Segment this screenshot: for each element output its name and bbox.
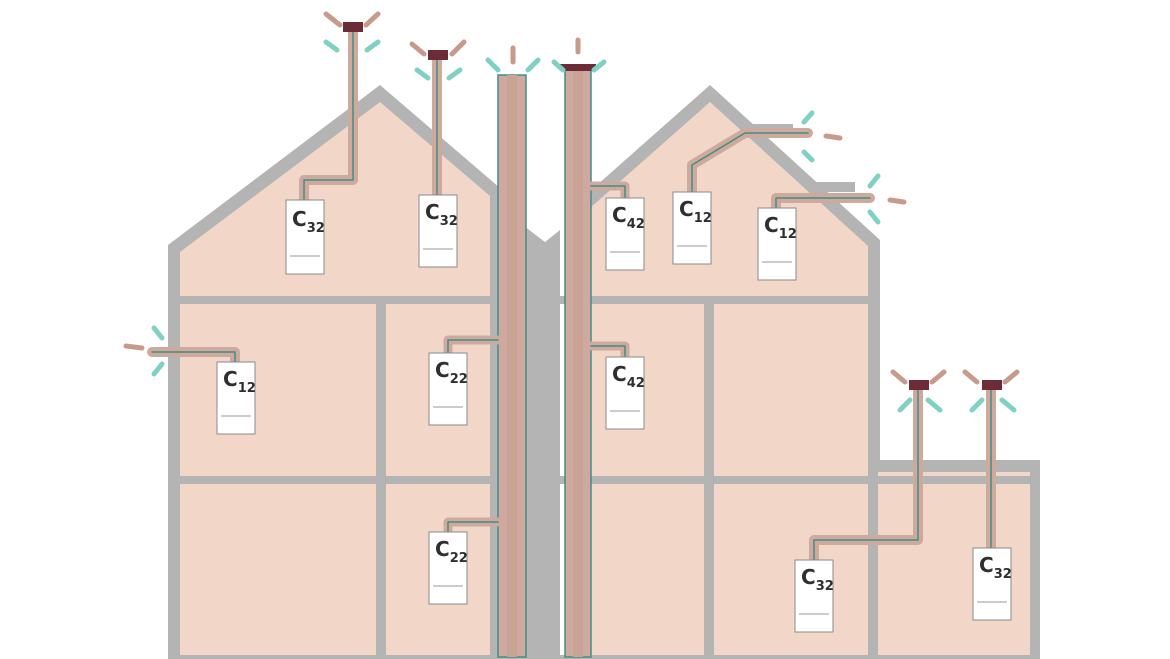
boiler-type-subscript: 22 [450, 372, 468, 387]
boiler-type-subscript: 32 [994, 567, 1012, 582]
intake-arrow [485, 57, 501, 73]
boiler-type-subscript: 32 [816, 579, 834, 594]
boiler-type-subscript: 32 [440, 214, 458, 229]
intake-arrow [969, 397, 985, 413]
svg-text:C32: C32 [292, 207, 325, 236]
svg-text:C12: C12 [764, 213, 797, 242]
ground [168, 655, 1040, 659]
svg-text:C22: C22 [435, 358, 468, 387]
flue-pipes [147, 22, 1002, 565]
boiler-type-letter: C [435, 537, 450, 561]
boiler-type-subscript: 22 [450, 551, 468, 566]
svg-text:C22: C22 [435, 537, 468, 566]
intake-arrow [867, 209, 881, 225]
duct-left-inner [507, 75, 517, 657]
roof-stub-2 [815, 182, 855, 192]
shared-ducts [497, 64, 596, 658]
boiler-type-letter: C [612, 203, 627, 227]
exhaust-arrow [449, 39, 467, 57]
boiler-b7[interactable]: C22 [428, 352, 468, 426]
boiler-b5[interactable]: C12 [757, 207, 797, 281]
exhaust-arrow [929, 369, 947, 385]
intake-arrow [867, 173, 881, 189]
wall-left-1 [376, 304, 386, 657]
intake-arrow [151, 325, 165, 341]
intake-arrow [591, 59, 607, 73]
intake-arrow [446, 67, 463, 81]
boiler-type-letter: C [979, 553, 994, 577]
duct-right-cap [560, 64, 596, 71]
boilers: C32 C32 C42 C12 C12 C12 [216, 191, 1012, 633]
boiler-b4[interactable]: C12 [672, 191, 712, 265]
boiler-b2[interactable]: C32 [418, 194, 458, 268]
svg-text:C32: C32 [801, 565, 834, 594]
exhaust-arrow [1002, 369, 1020, 385]
svg-text:C12: C12 [679, 197, 712, 226]
cap-b11 [982, 380, 1002, 390]
floor-line-2 [180, 476, 1030, 484]
boiler-b8[interactable]: C42 [605, 356, 645, 430]
boiler-type-letter: C [679, 197, 694, 221]
left-house-interior [180, 102, 490, 657]
intake-arrow [151, 361, 165, 377]
exhaust-arrow [409, 41, 427, 57]
wall-right-1 [704, 304, 714, 657]
intake-arrow [525, 57, 541, 73]
building [168, 85, 1040, 659]
boiler-type-subscript: 42 [627, 217, 645, 232]
cap-b1 [343, 22, 363, 32]
exhaust-arrow [823, 133, 843, 141]
boiler-type-letter: C [801, 565, 816, 589]
svg-text:C32: C32 [979, 553, 1012, 582]
intake-arrow [801, 149, 815, 163]
boiler-b3[interactable]: C42 [605, 197, 645, 271]
intake-arrow [925, 397, 943, 413]
duct-right-inner [573, 68, 583, 657]
boiler-type-subscript: 12 [779, 227, 797, 242]
boiler-b10[interactable]: C32 [794, 559, 834, 633]
boiler-type-letter: C [435, 358, 450, 382]
boiler-type-letter: C [223, 367, 238, 391]
boiler-type-subscript: 42 [627, 376, 645, 391]
cap-b10 [909, 380, 929, 390]
cap-b2 [428, 50, 448, 60]
intake-arrow [414, 67, 431, 81]
air-flow-arrows [123, 11, 1020, 413]
exhaust-arrow [890, 369, 908, 385]
intake-arrow [801, 110, 815, 125]
svg-text:C32: C32 [425, 200, 458, 229]
boiler-b6[interactable]: C12 [216, 361, 256, 435]
boiler-type-subscript: 32 [307, 221, 325, 236]
boiler-type-subscript: 12 [238, 381, 256, 396]
boiler-b9[interactable]: C22 [428, 531, 468, 605]
boiler-type-letter: C [612, 362, 627, 386]
exhaust-arrow [363, 11, 381, 28]
intake-arrow [999, 397, 1017, 413]
svg-text:C42: C42 [612, 203, 645, 232]
boiler-b1[interactable]: C32 [285, 199, 325, 275]
exhaust-arrow [962, 369, 980, 385]
boiler-type-letter: C [764, 213, 779, 237]
boiler-type-letter: C [292, 207, 307, 231]
boiler-type-letter: C [425, 200, 440, 224]
exhaust-arrow [887, 197, 907, 205]
exhaust-arrow [323, 11, 343, 28]
boiler-type-subscript: 12 [694, 211, 712, 226]
svg-text:C12: C12 [223, 367, 256, 396]
exhaust-arrow [123, 343, 145, 351]
wall-right-2 [868, 472, 878, 657]
middle-gable-wall [520, 223, 560, 657]
svg-text:C42: C42 [612, 362, 645, 391]
intake-arrow [323, 39, 340, 53]
intake-arrow [551, 59, 566, 73]
intake-arrow [364, 39, 381, 53]
intake-arrow [897, 397, 913, 413]
boiler-b11[interactable]: C32 [972, 547, 1012, 621]
